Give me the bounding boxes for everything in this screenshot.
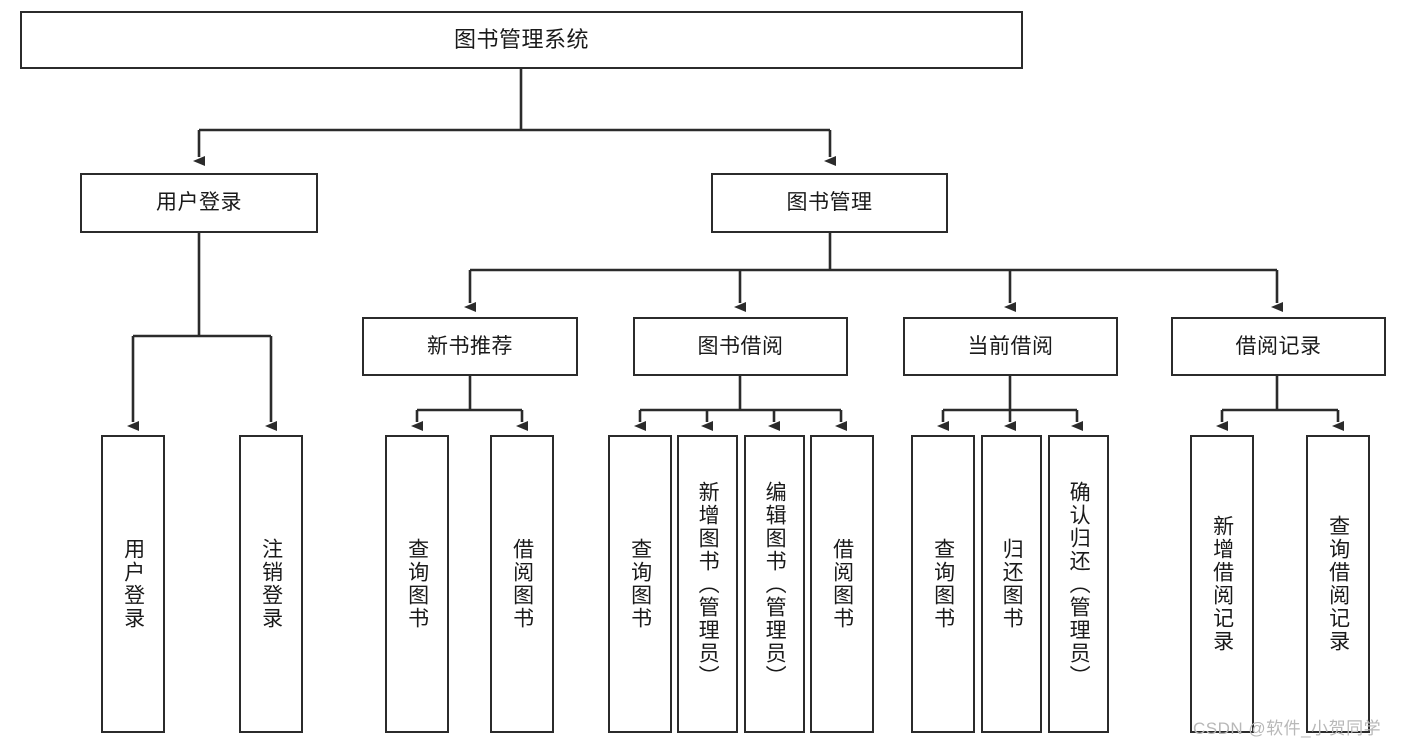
node-label: 查询图书: [628, 538, 652, 630]
leaf-user-logout[interactable]: 注销登录: [239, 435, 303, 733]
node-label: 查询图书: [931, 538, 955, 630]
node-label: 注销登录: [259, 538, 283, 630]
node-label: 新书推荐: [427, 334, 513, 358]
node-label: 新增图书（管理员）: [696, 480, 720, 688]
leaf-user-login[interactable]: 用户登录: [101, 435, 165, 733]
node-label: 确认归还（管理员）: [1067, 480, 1091, 688]
leaf-borrow-book-recommend[interactable]: 借阅图书: [490, 435, 554, 733]
node-label: 查询图书: [405, 538, 429, 630]
node-label: 新增借阅记录: [1210, 515, 1234, 653]
node-label: 借阅图书: [830, 538, 854, 630]
csdn-watermark: CSDN @软件_小贺同学: [1193, 719, 1382, 738]
node-label: 用户登录: [156, 191, 242, 215]
leaf-add-book-admin[interactable]: 新增图书（管理员）: [677, 435, 738, 733]
leaf-add-borrow-record[interactable]: 新增借阅记录: [1190, 435, 1254, 733]
leaf-query-book-recommend[interactable]: 查询图书: [385, 435, 449, 733]
node-new-book-recommend[interactable]: 新书推荐: [362, 317, 578, 376]
leaf-query-book-current[interactable]: 查询图书: [911, 435, 975, 733]
node-label: 查询借阅记录: [1326, 515, 1350, 653]
node-user-login[interactable]: 用户登录: [80, 173, 318, 233]
node-root-system[interactable]: 图书管理系统: [20, 11, 1023, 69]
node-label: 借阅记录: [1235, 334, 1322, 358]
node-borrow-record[interactable]: 借阅记录: [1171, 317, 1386, 376]
node-label: 用户登录: [121, 538, 145, 630]
leaf-confirm-return-admin[interactable]: 确认归还（管理员）: [1048, 435, 1109, 733]
node-label: 当前借阅: [967, 334, 1054, 358]
node-book-borrow[interactable]: 图书借阅: [633, 317, 848, 376]
leaf-query-borrow-record[interactable]: 查询借阅记录: [1306, 435, 1370, 733]
leaf-borrow-book[interactable]: 借阅图书: [810, 435, 874, 733]
node-label: 借阅图书: [510, 538, 534, 630]
node-label: 归还图书: [1000, 538, 1024, 630]
node-label: 图书管理: [786, 191, 873, 215]
leaf-edit-book-admin[interactable]: 编辑图书（管理员）: [744, 435, 805, 733]
node-current-borrow[interactable]: 当前借阅: [903, 317, 1118, 376]
node-label: 图书借阅: [697, 334, 784, 358]
leaf-return-book[interactable]: 归还图书: [981, 435, 1042, 733]
leaf-query-book-borrow[interactable]: 查询图书: [608, 435, 672, 733]
node-book-management[interactable]: 图书管理: [711, 173, 948, 233]
node-label: 图书管理系统: [453, 26, 589, 52]
node-label: 编辑图书（管理员）: [763, 480, 787, 688]
